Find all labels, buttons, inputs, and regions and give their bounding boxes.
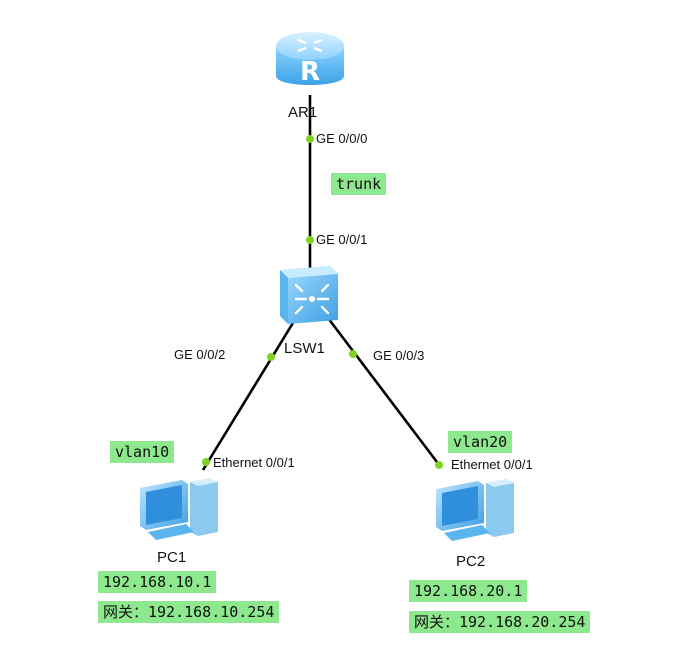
pc2-gateway-tag: 网关：192.168.20.254 bbox=[409, 611, 591, 633]
port-dot-lsw1-ge003 bbox=[349, 350, 357, 358]
vlan10-tag: vlan10 bbox=[110, 441, 175, 463]
port-label-pc2-eth: Ethernet 0/0/1 bbox=[451, 457, 533, 472]
switch-name: LSW1 bbox=[284, 340, 325, 357]
port-label-ar1-ge000: GE 0/0/0 bbox=[316, 131, 368, 146]
port-label-pc1-eth: Ethernet 0/0/1 bbox=[213, 455, 295, 470]
port-dot-pc1-eth bbox=[202, 458, 210, 466]
link-lsw1-pc1 bbox=[201, 317, 298, 471]
port-dot-lsw1-ge001 bbox=[306, 236, 314, 244]
pc2-name: PC2 bbox=[456, 553, 486, 570]
port-dot-lsw1-ge002 bbox=[267, 353, 275, 361]
pc1-name: PC1 bbox=[157, 549, 187, 566]
pc-icon[interactable] bbox=[434, 475, 518, 545]
vlan20-tag: vlan20 bbox=[448, 431, 513, 453]
port-dot-pc2-eth bbox=[435, 461, 443, 469]
pc1-ip-tag: 192.168.10.1 bbox=[98, 571, 217, 593]
router-icon[interactable]: R bbox=[273, 28, 347, 94]
link-lsw1-pc2 bbox=[326, 317, 442, 467]
pc2-ip-tag: 192.168.20.1 bbox=[409, 580, 528, 602]
svg-text:R: R bbox=[300, 57, 320, 87]
trunk-tag: trunk bbox=[331, 173, 387, 195]
router-name: AR1 bbox=[288, 104, 318, 121]
switch-icon[interactable] bbox=[276, 262, 342, 328]
port-label-lsw1-ge003: GE 0/0/3 bbox=[373, 348, 425, 363]
port-label-lsw1-ge002: GE 0/0/2 bbox=[174, 347, 226, 362]
port-dot-ar1-ge000 bbox=[306, 135, 314, 143]
pc1-gateway-tag: 网关：192.168.10.254 bbox=[98, 601, 280, 623]
pc-icon[interactable] bbox=[138, 474, 222, 544]
port-label-lsw1-ge001: GE 0/0/1 bbox=[316, 232, 368, 247]
